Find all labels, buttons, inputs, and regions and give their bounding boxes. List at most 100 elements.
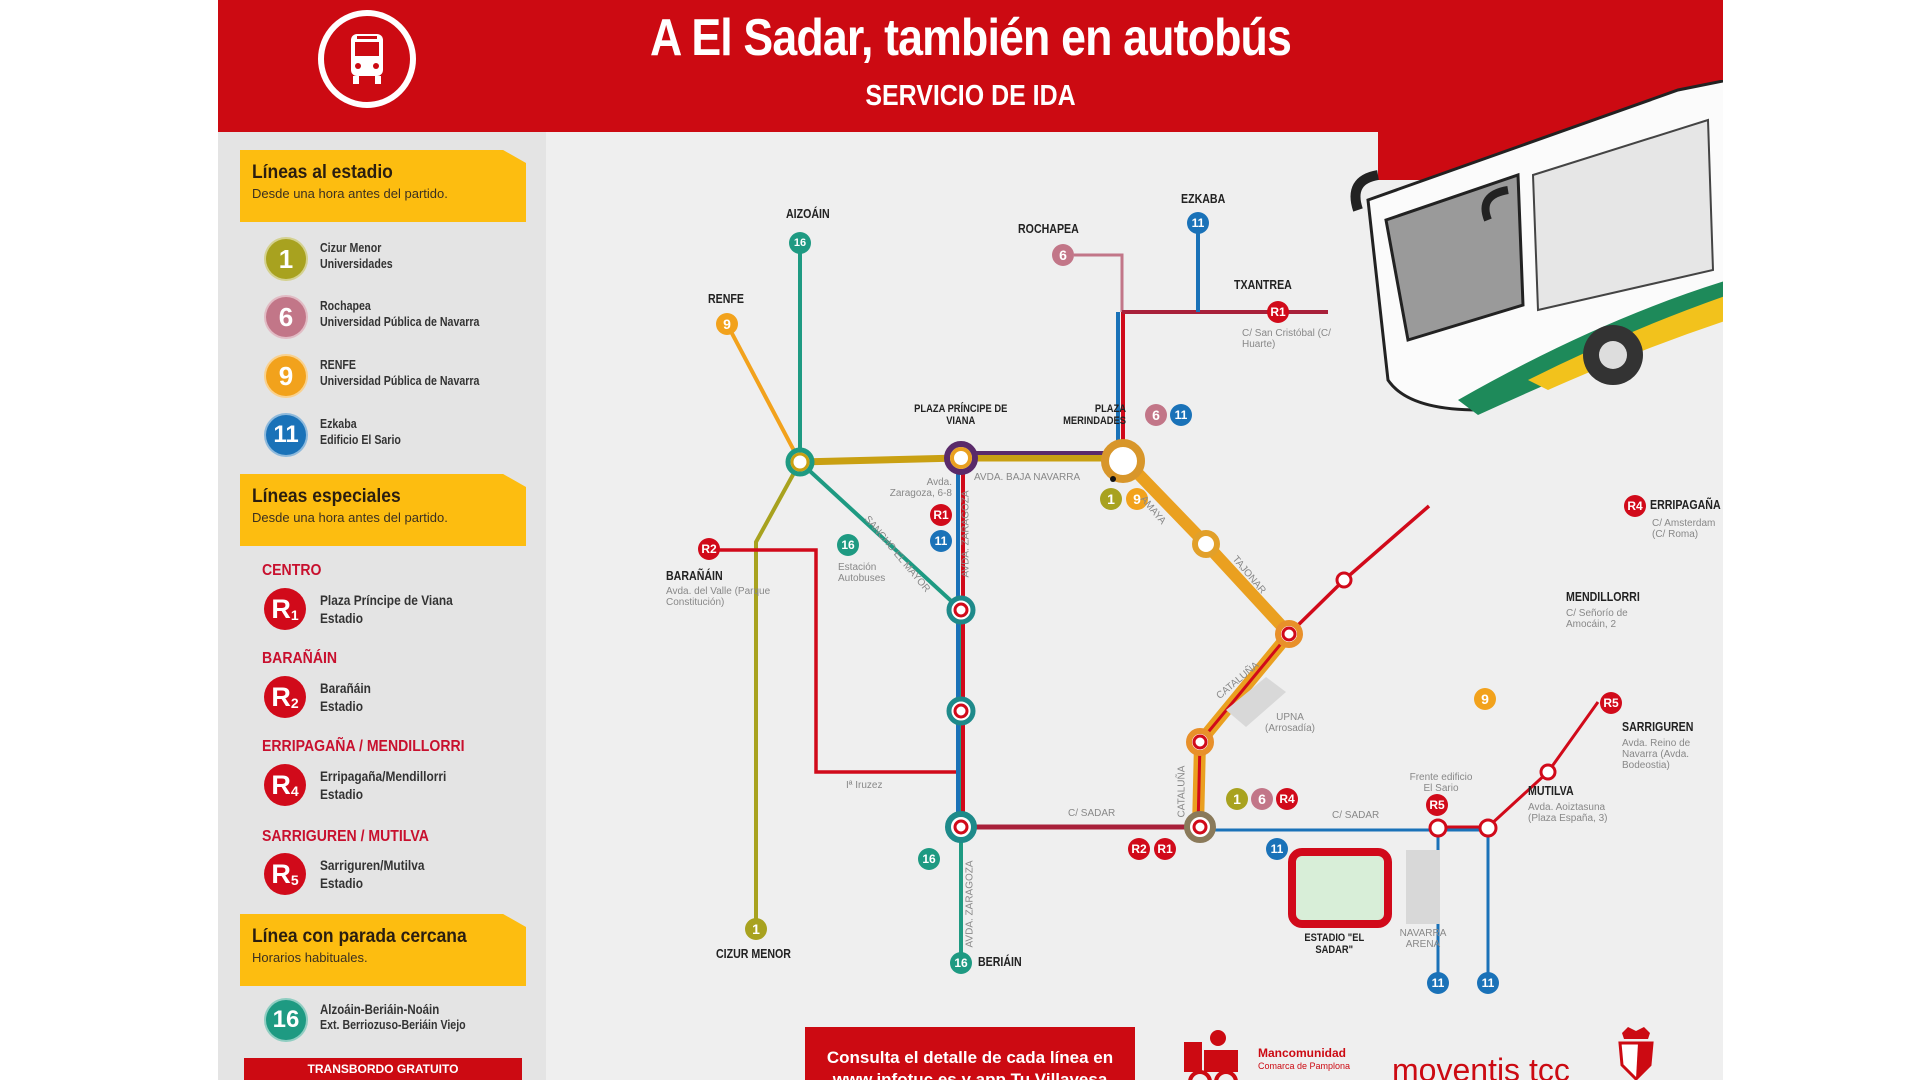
line-r2-badge: R2	[264, 676, 306, 718]
bus-illustration	[1350, 80, 1723, 415]
legend-line-r1: R1 Plaza Príncipe de Viana Estadio	[264, 588, 534, 632]
legend-origin: Sarriguren/Mutilva	[320, 857, 425, 873]
line-1-badge: 1	[1226, 788, 1248, 810]
station-mutilva: MUTILVA	[1528, 784, 1574, 798]
r5-badge: R5	[1426, 794, 1448, 816]
station-baranain: BARAÑÁIN	[666, 569, 723, 583]
stadium-lines-subtitle: Desde una hora antes del partido.	[252, 186, 448, 201]
legend-line-9: 9 RENFE Universidad Pública de Navarra	[264, 354, 534, 398]
line-11-badge: 11	[1170, 404, 1192, 426]
line-11-badge: 11	[264, 413, 308, 457]
page-subtitle: SERVICIO DE IDA	[865, 80, 1076, 112]
txantrea-stop-detail: C/ San Cristóbal (C/ Huarte)	[1242, 328, 1331, 350]
legend-destination: Estadio	[320, 875, 363, 891]
r4-terminal-badge: R4	[1624, 495, 1646, 517]
line-6-badge: 6	[1145, 404, 1167, 426]
special-lines-subtitle: Desde una hora antes del partido.	[252, 510, 448, 525]
station-erripagana: ERRIPAGAÑA	[1650, 498, 1721, 512]
bus-icon	[318, 10, 416, 108]
nearby-line-title: Línea con parada cercana	[252, 926, 467, 947]
info-banner: Consulta el detalle de cada línea en www…	[805, 1027, 1135, 1080]
stop-marker	[1110, 476, 1116, 482]
zaragoza-stop-detail: Avda. Zaragoza, 6-8	[889, 477, 952, 499]
line-16-terminal-badge: 16	[789, 232, 811, 254]
line-r4-badge: R4	[264, 764, 306, 806]
line-16-terminal-badge: 16	[950, 952, 972, 974]
line-16-badge: 16	[264, 998, 308, 1042]
legend-origin: Alzoáin-Beriáin-Noáin	[320, 1002, 440, 1017]
line-11-terminal-badge: 11	[1427, 972, 1449, 994]
street-zaragoza-south: AVDA. ZARAGOZA	[964, 860, 976, 948]
legend-line-r4: R4 Erripagaña/Mendillorri Estadio	[264, 764, 534, 808]
legend-origin: Rochapea	[320, 299, 371, 313]
sarriguren-stop-detail: Avda. Reino de Navarra (Avda. Bodeostia)	[1622, 738, 1691, 771]
stadium-lines-header: Líneas al estadio Desde una hora antes d…	[240, 150, 526, 222]
station-plaza-principe-viana: PLAZA PRÍNCIPE DE VIANA	[914, 403, 1008, 427]
erripagana-stop-detail: C/ Amsterdam (C/ Roma)	[1652, 518, 1716, 540]
line-r5-badge: R5	[264, 853, 306, 895]
category-sarriguren: SARRIGUREN / MUTILVA	[262, 828, 429, 845]
line-9-badge: 9	[1474, 688, 1496, 710]
legend-destination: Edificio El Sario	[320, 433, 401, 447]
line-11-badge: 11	[1266, 838, 1288, 860]
line-6-badge: 6	[1251, 788, 1273, 810]
line-11-terminal-badge: 11	[1187, 212, 1209, 234]
line-1-badge: 1	[1100, 488, 1122, 510]
line-16-badge: 16	[918, 848, 940, 870]
line-1-terminal-badge: 1	[745, 918, 767, 940]
category-erripagana: ERRIPAGAÑA / MENDILLORRI	[262, 738, 465, 755]
station-plaza-merindades: PLAZA MERINDADES	[1063, 403, 1126, 427]
legend-origin: Barañáin	[320, 680, 371, 696]
station-ezkaba: EZKABA	[1181, 192, 1226, 206]
r5-terminal-badge: R5	[1600, 692, 1622, 714]
street-sadar-west: C/ SADAR	[1068, 808, 1116, 819]
legend-origin: Cizur Menor	[320, 241, 382, 255]
route-map: AIZOÁIN 16 RENFE 9 ROCHAPEA 6 EZKABA 11 …	[546, 132, 1723, 1080]
station-rochapea: ROCHAPEA	[1018, 222, 1079, 236]
line-9-badge: 9	[1126, 488, 1148, 510]
osasuna-crest-icon	[1614, 1025, 1658, 1080]
route-lines	[707, 222, 1600, 982]
r4-badge: R4	[1276, 788, 1298, 810]
nearby-line-subtitle: Horarios habituales.	[252, 950, 368, 965]
r2-badge: R2	[1128, 838, 1150, 860]
mendillorri-stop-detail: C/ Señorío de Amocáin, 2	[1566, 608, 1628, 630]
stadium-label: ESTADIO "EL SADAR"	[1304, 932, 1365, 956]
legend-line-11: 11 Ezkaba Edificio El Sario	[264, 413, 534, 457]
line-9-badge: 9	[264, 354, 308, 398]
legend-origin: RENFE	[320, 358, 357, 372]
legend-destination: Universidad Pública de Navarra	[320, 315, 480, 329]
legend-destination: Estadio	[320, 698, 363, 714]
line-11-terminal-badge: 11	[1477, 972, 1499, 994]
street-zaragoza-north: AVDA. ZARAGOZA	[960, 490, 972, 578]
mancomunidad-name: Mancomunidad	[1258, 1046, 1347, 1060]
category-centro: CENTRO	[262, 562, 322, 579]
legend-destination: Estadio	[320, 786, 363, 802]
moventis-logo: moventis tcc	[1392, 1052, 1570, 1080]
r1-terminal-badge: R1	[1267, 301, 1289, 323]
navarra-arena-label: NAVARRA ARENA	[1399, 928, 1447, 950]
sario-stop-detail: Frente edificio El Sario	[1409, 772, 1473, 794]
special-lines-title: Líneas especiales	[252, 486, 401, 507]
r2-terminal-badge: R2	[698, 538, 720, 560]
station-sarriguren: SARRIGUREN	[1622, 720, 1694, 734]
bus-station-detail: Estación Autobuses	[838, 562, 886, 584]
header-banner: A El Sadar, también en autobús SERVICIO …	[218, 0, 1723, 132]
line-6-badge: 6	[264, 295, 308, 339]
street-baja-navarra: AVDA. BAJA NAVARRA	[974, 472, 1081, 483]
legend-destination: Estadio	[320, 610, 363, 626]
r1-badge: R1	[930, 504, 952, 526]
free-transfer-bar: TRANSBORDO GRATUITO	[244, 1058, 522, 1080]
station-aizoain: AIZOÁIN	[786, 207, 830, 221]
street-sadar-east: C/ SADAR	[1332, 810, 1380, 821]
legend-origin: Ezkaba	[320, 417, 357, 431]
legend-origin: Plaza Príncipe de Viana	[320, 592, 453, 608]
page-title: A El Sadar, también en autobús	[649, 9, 1292, 67]
legend-line-1: 1 Cizur Menor Universidades	[264, 237, 534, 281]
station-mendillorri: MENDILLORRI	[1566, 590, 1640, 604]
legend-origin: Erripagaña/Mendillorri	[320, 768, 447, 784]
legend-sidebar: Líneas al estadio Desde una hora antes d…	[218, 132, 546, 1080]
nearby-line-header: Línea con parada cercana Horarios habitu…	[240, 914, 526, 986]
r1-badge: R1	[1154, 838, 1176, 860]
baranain-stop-detail: Avda. del Valle (Parque Constitución)	[666, 586, 771, 608]
